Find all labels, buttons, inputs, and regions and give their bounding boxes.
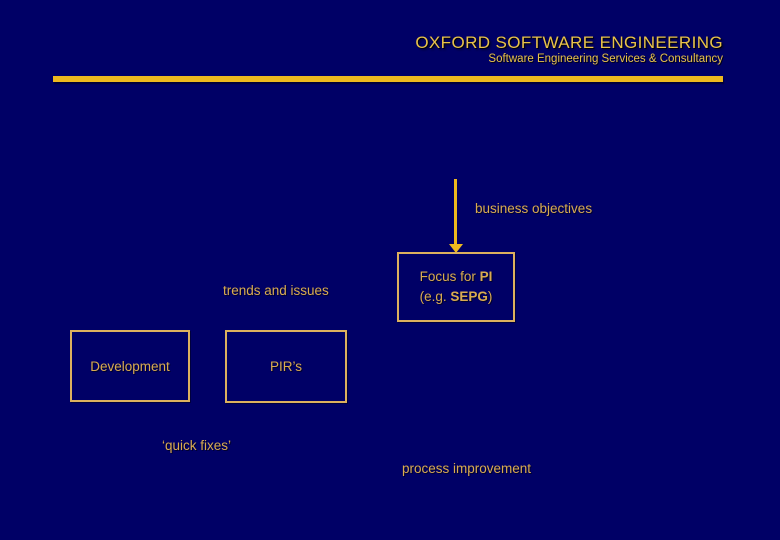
down-arrow-shaft [454,179,457,245]
development-box-text: Development [90,358,170,374]
focus-for-pi-box-text: Focus for PI (e.g. SEPG) [419,269,493,304]
development-box: Development [70,330,190,402]
slide-subtitle: Software Engineering Services & Consulta… [488,53,723,65]
pirs-box: PIR’s [225,330,347,403]
focus-for-pi-box: Focus for PI (e.g. SEPG) [397,252,515,322]
down-arrow-icon [449,244,463,253]
label-business-objectives: business objectives [475,201,593,216]
slide-title: OXFORD SOFTWARE ENGINEERING [415,33,723,52]
header-rule-line [53,76,723,82]
label-process-improvement: process improvement [402,461,532,476]
label-quick-fixes: ‘quick fixes’ [162,438,232,453]
label-trends-and-issues: trends and issues [223,283,329,298]
pirs-box-text: PIR’s [269,359,302,374]
